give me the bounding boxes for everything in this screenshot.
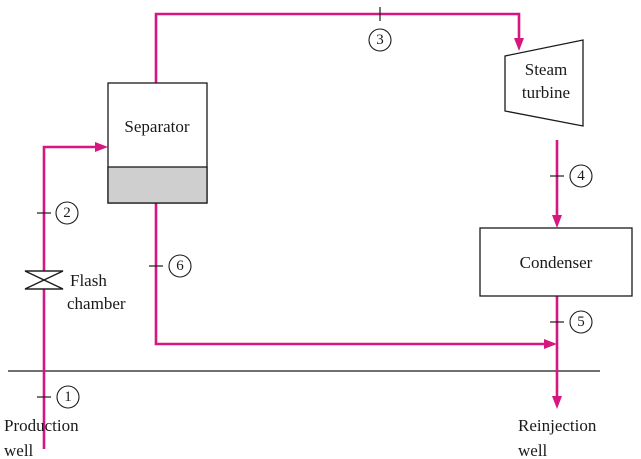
state-1-marker: 1: [37, 385, 80, 409]
production-well-label-line2: well: [4, 441, 34, 459]
separator-label: Separator: [124, 117, 189, 136]
separator-liquid: [107, 166, 208, 204]
turbine-label-line2: turbine: [522, 83, 570, 102]
state-6-marker: 6: [149, 254, 192, 278]
arrow-into-reinjection: [544, 339, 557, 349]
state-2-marker: 2: [37, 201, 79, 225]
flash-chamber-label-line1: Flash: [70, 271, 107, 290]
pipe-production-to-separator: [42, 145, 98, 449]
pipe-separator-brine-to-reinjection: [154, 203, 546, 346]
state-6-number: 6: [176, 258, 184, 274]
state-4-number: 4: [577, 168, 585, 184]
state-2-circle: [55, 201, 79, 225]
state-5-number: 5: [577, 314, 585, 330]
separator: Separator: [107, 82, 208, 204]
state-3-circle: [368, 28, 392, 52]
state-6-circle: [168, 254, 192, 278]
steam-turbine: Steam turbine: [504, 39, 584, 127]
state-5-marker: 5: [550, 310, 593, 334]
state-5-circle: [569, 310, 593, 334]
arrow-into-separator: [95, 142, 108, 152]
state-1-circle: [56, 385, 80, 409]
flash-chamber-label-line2: chamber: [67, 294, 126, 313]
condenser-label: Condenser: [520, 253, 593, 272]
state-2-number: 2: [63, 205, 71, 221]
condenser-body: [479, 227, 633, 297]
flash-chamber: Flash chamber: [24, 270, 126, 313]
condenser: Condenser: [479, 227, 633, 297]
turbine-body: [504, 39, 584, 127]
arrow-into-turbine: [514, 38, 524, 51]
state-3-number: 3: [376, 32, 384, 48]
pipe-separator-to-turbine: [154, 12, 521, 83]
state-4-marker: 4: [550, 164, 593, 188]
arrow-reinjection-well: [552, 396, 562, 409]
reinjection-well-label-line2: well: [518, 441, 548, 459]
flash-valve-icon: [24, 270, 64, 290]
turbine-label-line1: Steam: [525, 60, 568, 79]
state-3-marker: 3: [368, 7, 392, 52]
state-1-number: 1: [64, 389, 72, 405]
reinjection-well-label-line1: Reinjection: [518, 416, 597, 435]
production-well-label-line1: Production: [4, 416, 79, 435]
arrow-into-condenser: [552, 215, 562, 228]
state-4-circle: [569, 164, 593, 188]
